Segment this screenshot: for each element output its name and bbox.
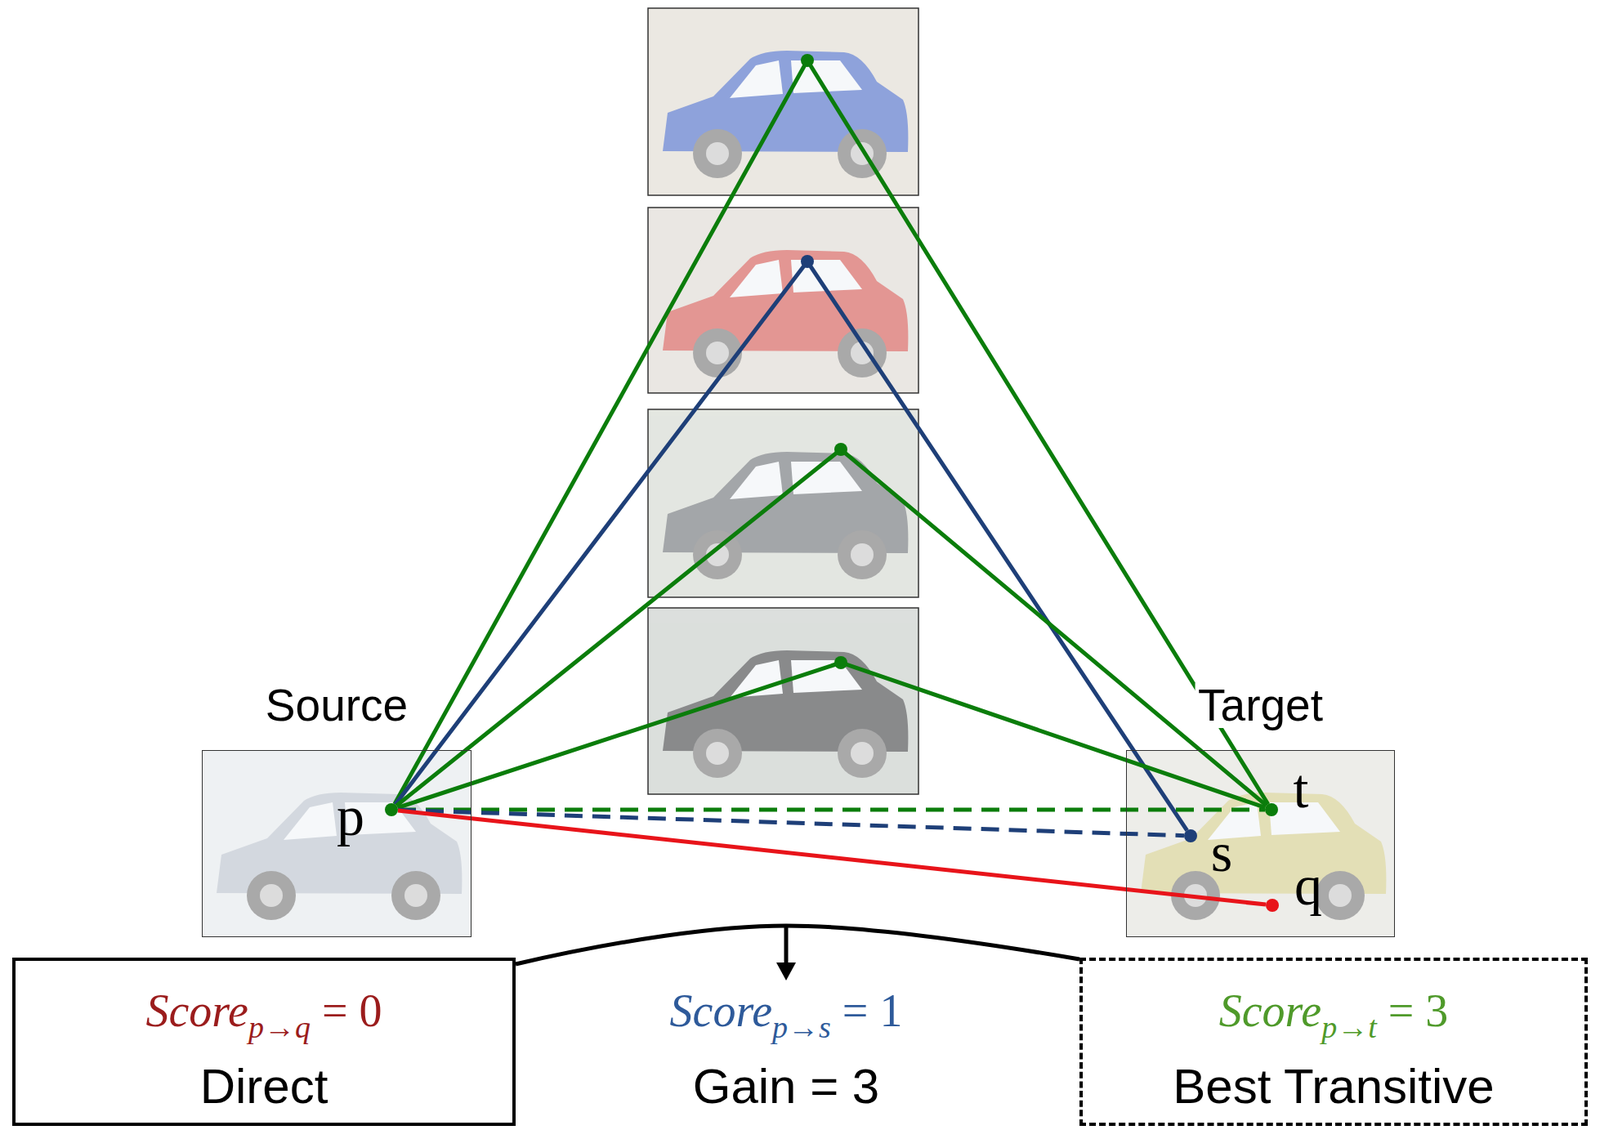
match-line — [397, 809, 1265, 811]
photo-frame: Sourcep — [201, 750, 472, 938]
match-line-path — [394, 60, 1269, 805]
black-car-photo — [648, 607, 919, 795]
match-line-path — [395, 261, 1188, 831]
match-line — [395, 261, 1188, 831]
match-line-path — [397, 662, 1266, 809]
score-row: Scorep→q= 0 — [15, 982, 513, 1040]
caption-text: Best Transitive — [1172, 1059, 1495, 1114]
photo-frame: Targettsq — [1126, 750, 1395, 938]
caption-row: Direct — [15, 1057, 513, 1117]
score-subscript: p→q — [248, 1010, 311, 1045]
keypoint-label: s — [1211, 824, 1233, 881]
score-value: = 0 — [321, 985, 383, 1037]
match-line — [397, 662, 1266, 809]
gain-panel: Scorep→s= 1Gain = 3 — [572, 957, 1001, 1127]
score-value: = 1 — [842, 985, 903, 1037]
score-box: Scorep→q= 0Direct — [12, 957, 516, 1127]
score-row: Scorep→t= 3 — [1082, 982, 1585, 1040]
keypoint-dot: p — [384, 803, 398, 817]
match-line — [394, 60, 1269, 805]
yellow-car-photo — [1126, 750, 1395, 938]
score-name: Score — [670, 985, 773, 1037]
caption-row: Gain = 3 — [572, 1057, 1001, 1117]
keypoint-label: p — [336, 788, 365, 845]
keypoint-dot: t — [1264, 803, 1279, 817]
brace-arrow — [784, 925, 789, 965]
score-value: = 3 — [1388, 985, 1449, 1037]
caption-text: Gain = 3 — [692, 1059, 881, 1114]
keypoint-dot: q — [1265, 898, 1279, 912]
score-subscript: p→s — [772, 1010, 832, 1045]
keypoint-label: t — [1293, 760, 1310, 817]
keypoint-label: q — [1294, 858, 1323, 914]
match-line-path — [397, 808, 1265, 813]
score-box: Scorep→t= 3Best Transitive — [1079, 957, 1588, 1127]
photo-heading: Target — [1194, 683, 1327, 729]
caption-row: Best Transitive — [1082, 1057, 1585, 1117]
brace-arrowhead — [776, 962, 796, 981]
match-line — [396, 449, 1267, 806]
caption-text: Direct — [200, 1059, 329, 1114]
photo-heading: Source — [262, 683, 412, 729]
match-line — [397, 810, 1266, 905]
brace — [515, 925, 1080, 965]
score-name: Score — [145, 985, 248, 1037]
score-subscript: p→t — [1321, 1010, 1377, 1045]
keypoint-dot: s — [1184, 829, 1198, 843]
score-name: Score — [1219, 985, 1322, 1037]
match-line-path — [397, 810, 1266, 905]
score-row: Scorep→s= 1 — [572, 982, 1001, 1040]
match-line-path — [396, 449, 1267, 806]
